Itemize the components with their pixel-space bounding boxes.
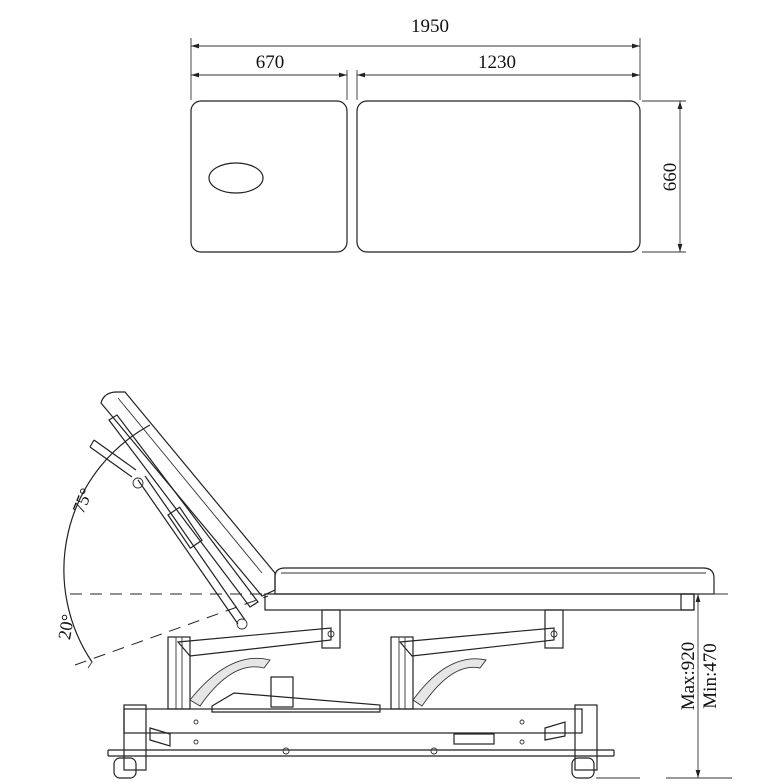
shroud-left [189,657,271,707]
head-section-pad [190,100,348,253]
backrest-handle-1 [93,439,137,471]
pedal-right [544,721,566,741]
control-box [453,733,495,745]
column-left [167,636,191,710]
backrest-pad-seam [117,397,263,574]
column-right [390,636,414,710]
base-leg-left [123,704,147,771]
main-pad [274,567,715,595]
main-frame [264,593,695,611]
arm-left-upper [176,627,332,657]
base-leg-right [574,704,598,771]
caster-right [571,757,595,779]
gas-spring [137,479,239,625]
dimension-width: 660 [660,163,681,192]
gas-spring-body [167,506,203,549]
pivot-top [132,477,144,489]
pivot-bottom [236,618,248,630]
backrest-handle-2 [89,446,133,478]
shroud-right [412,658,487,707]
pedal-left [149,727,171,747]
body-section-pad [356,100,641,253]
main-top [264,567,715,611]
angle-arc [63,424,151,663]
dimension-overall-length: 1950 [411,16,449,37]
backrest-frame [108,414,259,608]
side-view: 75° 20° [54,391,732,779]
dimension-body-section: 1230 [478,52,516,73]
dimension-head-section: 670 [256,52,285,73]
motor [270,676,294,708]
face-hole [208,162,264,194]
backrest-pad [100,391,276,597]
angle-arc-tick [87,661,93,669]
top-view: 1950 670 1230 660 [190,16,686,253]
height-min-label: Min:470 [700,643,721,708]
angle-label-up: 75° [68,485,96,516]
angle-label-down: 20° [54,613,78,641]
caster-left [113,757,137,779]
frame-end-cap [680,593,695,611]
height-max-label: Max:920 [678,642,699,711]
arm-right-upper [398,627,555,657]
backrest [89,391,276,630]
reference-line-20deg [74,595,269,666]
